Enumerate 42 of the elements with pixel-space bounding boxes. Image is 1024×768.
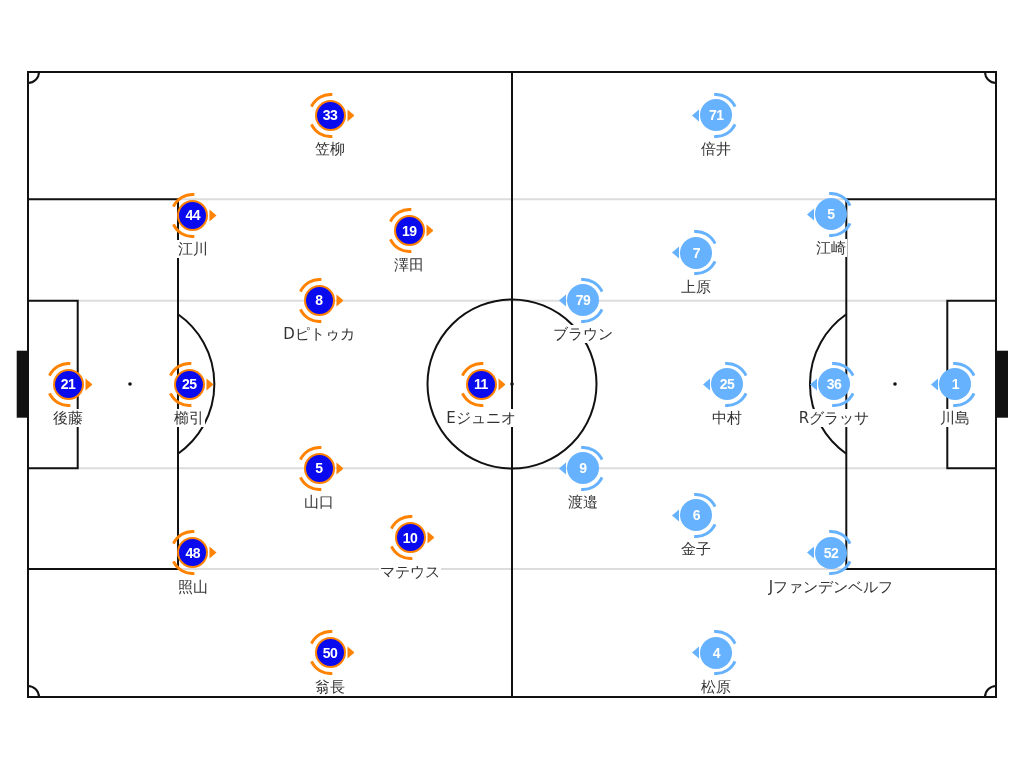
player-name: Jファンデンベルフ xyxy=(767,577,895,596)
player-name: 渡邉 xyxy=(567,493,599,512)
player-marker: 25 xyxy=(711,368,743,400)
player-marker: 33 xyxy=(314,99,346,131)
player-marker: 36 xyxy=(818,368,850,400)
player-marker: 5 xyxy=(303,452,335,484)
player-marker: 52 xyxy=(815,536,847,569)
player-name: 後藤 xyxy=(52,409,84,427)
player-marker: 48 xyxy=(177,537,209,569)
player-marker: 10 xyxy=(394,522,426,554)
player-name: Dピトゥカ xyxy=(282,325,356,343)
player-name: 照山 xyxy=(176,577,209,596)
player-marker: 6 xyxy=(680,499,713,531)
player-name: 川島 xyxy=(939,409,972,427)
player-name: Eジュニオ xyxy=(445,409,517,427)
player-name: 江川 xyxy=(176,240,209,258)
player-name: 金子 xyxy=(680,540,713,558)
player-name: 翁長 xyxy=(314,677,346,696)
player-marker: 1 xyxy=(939,368,972,400)
player-name: 倍井 xyxy=(700,140,733,158)
player-marker: 21 xyxy=(52,368,84,400)
player-marker: 11 xyxy=(465,368,497,400)
player-marker: 5 xyxy=(815,198,847,231)
player-marker: 7 xyxy=(680,236,713,269)
player-name: 上原 xyxy=(680,277,713,296)
player-name: 中村 xyxy=(711,409,743,427)
player-name: 笠柳 xyxy=(314,140,346,158)
player-marker: 4 xyxy=(700,636,733,669)
player-name: ブラウン xyxy=(552,325,614,343)
player-marker: 9 xyxy=(567,452,599,485)
player-name: 櫛引 xyxy=(173,409,206,427)
player-name: 江崎 xyxy=(815,239,847,258)
player-marker: 8 xyxy=(303,284,335,316)
player-marker: 25 xyxy=(173,368,205,400)
player-marker: 44 xyxy=(177,199,209,231)
player-name: 松原 xyxy=(700,677,733,696)
player-marker: 19 xyxy=(393,215,425,247)
player-marker: 71 xyxy=(700,99,733,131)
player-name: Rグラッサ xyxy=(797,409,871,427)
player-name: 山口 xyxy=(303,493,335,512)
player-marker: 79 xyxy=(567,284,599,316)
player-marker: 50 xyxy=(314,637,346,669)
